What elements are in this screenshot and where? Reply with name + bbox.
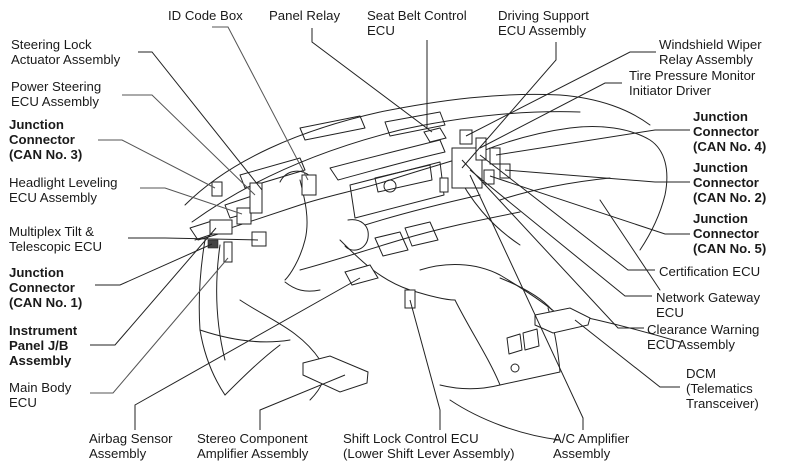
label-shift-lock-control-ecu: Shift Lock Control ECU (Lower Shift Leve…: [343, 431, 515, 461]
leader-ac-amplifier: [469, 174, 584, 430]
shift-lock-part: [404, 289, 416, 309]
label-tire-pressure-monitor: Tire Pressure Monitor Initiator Driver: [629, 68, 756, 98]
main-body-part: [223, 241, 233, 263]
wiper-relay-part: [459, 129, 473, 145]
label-junction-connector-can3: Junction Connector (CAN No. 3): [9, 117, 83, 162]
leader-multiplex-tilt: [128, 237, 259, 241]
label-dcm: DCM (Telematics Transceiver): [686, 366, 759, 411]
leader-windshield-wiper: [465, 51, 656, 137]
leader-can2: [504, 169, 690, 183]
leader-can1: [95, 243, 213, 286]
label-junction-connector-can4: Junction Connector (CAN No. 4): [693, 109, 767, 154]
label-junction-connector-can1: Junction Connector (CAN No. 1): [9, 265, 83, 310]
leader-main-body: [90, 257, 229, 394]
leader-driving-support: [461, 42, 557, 169]
leader-can4: [495, 129, 690, 156]
headlight-ecu-part: [236, 207, 252, 225]
label-driving-support-ecu: Driving Support ECU Assembly: [498, 8, 589, 38]
leader-stereo-amp: [259, 374, 346, 430]
stereo-amp-part: [302, 355, 369, 393]
dcm-part: [534, 307, 591, 334]
leader-power-steering: [122, 94, 256, 196]
leader-panel-relay: [311, 28, 433, 133]
ipjb-part: [209, 219, 233, 235]
leader-shift-lock: [409, 299, 441, 430]
leader-can5: [489, 175, 690, 235]
label-panel-relay: Panel Relay: [269, 8, 341, 23]
label-certification-ecu: Certification ECU: [659, 264, 761, 279]
label-junction-connector-can5: Junction Connector (CAN No. 5): [693, 211, 767, 256]
label-seat-belt-control-ecu: Seat Belt Control ECU: [367, 8, 467, 38]
leader-id-code-box: [212, 26, 309, 181]
label-instrument-panel-jb: Instrument Panel J/B Assembly: [9, 323, 78, 368]
label-airbag-sensor: Airbag Sensor Assembly: [89, 431, 173, 461]
id-code-box-part: [301, 174, 317, 196]
label-network-gateway-ecu: Network Gateway ECU: [656, 290, 761, 320]
label-steering-lock-actuator: Steering Lock Actuator Assembly: [11, 37, 121, 67]
leader-dcm: [574, 319, 680, 388]
leader-tire-pressure: [479, 82, 622, 149]
leader-certification: [479, 154, 655, 271]
label-clearance-warning-ecu: Clearance Warning ECU Assembly: [647, 322, 760, 352]
label-headlight-leveling-ecu: Headlight Leveling ECU Assembly: [9, 175, 118, 205]
label-power-steering-ecu: Power Steering ECU Assembly: [11, 79, 102, 109]
leader-can3: [98, 139, 216, 189]
leader-clearance-warning: [461, 159, 644, 329]
certification-part: [475, 137, 487, 161]
leader-network-gateway: [469, 169, 652, 297]
components: [207, 127, 591, 393]
label-stereo-component-amplifier: Stereo Component Amplifier Assembly: [197, 431, 309, 461]
leader-steering-lock: [138, 51, 263, 191]
junction-can3-part: [211, 181, 223, 197]
can4-part: [489, 147, 501, 165]
seat-belt-ecu-part: [423, 127, 447, 143]
dashboard-outline: [184, 93, 681, 441]
airbag-sensor-part: [344, 264, 379, 286]
label-multiplex-tilt-ecu: Multiplex Tilt & Telescopic ECU: [9, 224, 103, 254]
label-id-code-box: ID Code Box: [168, 8, 243, 23]
leader-instrument-panel-jb: [90, 227, 217, 346]
leader-headlight-leveling: [140, 187, 243, 215]
label-junction-connector-can2: Junction Connector (CAN No. 2): [693, 160, 767, 205]
label-ac-amplifier: A/C Amplifier Assembly: [553, 431, 630, 461]
leader-lines: [90, 26, 690, 430]
can2-part: [499, 163, 511, 179]
leader-airbag: [134, 277, 361, 430]
label-main-body-ecu: Main Body ECU: [9, 380, 72, 410]
junction-can1-part: [207, 239, 219, 249]
driving-support-part: [439, 177, 449, 193]
multiplex-tilt-part: [251, 231, 267, 247]
label-windshield-wiper-relay: Windshield Wiper Relay Assembly: [659, 37, 762, 67]
